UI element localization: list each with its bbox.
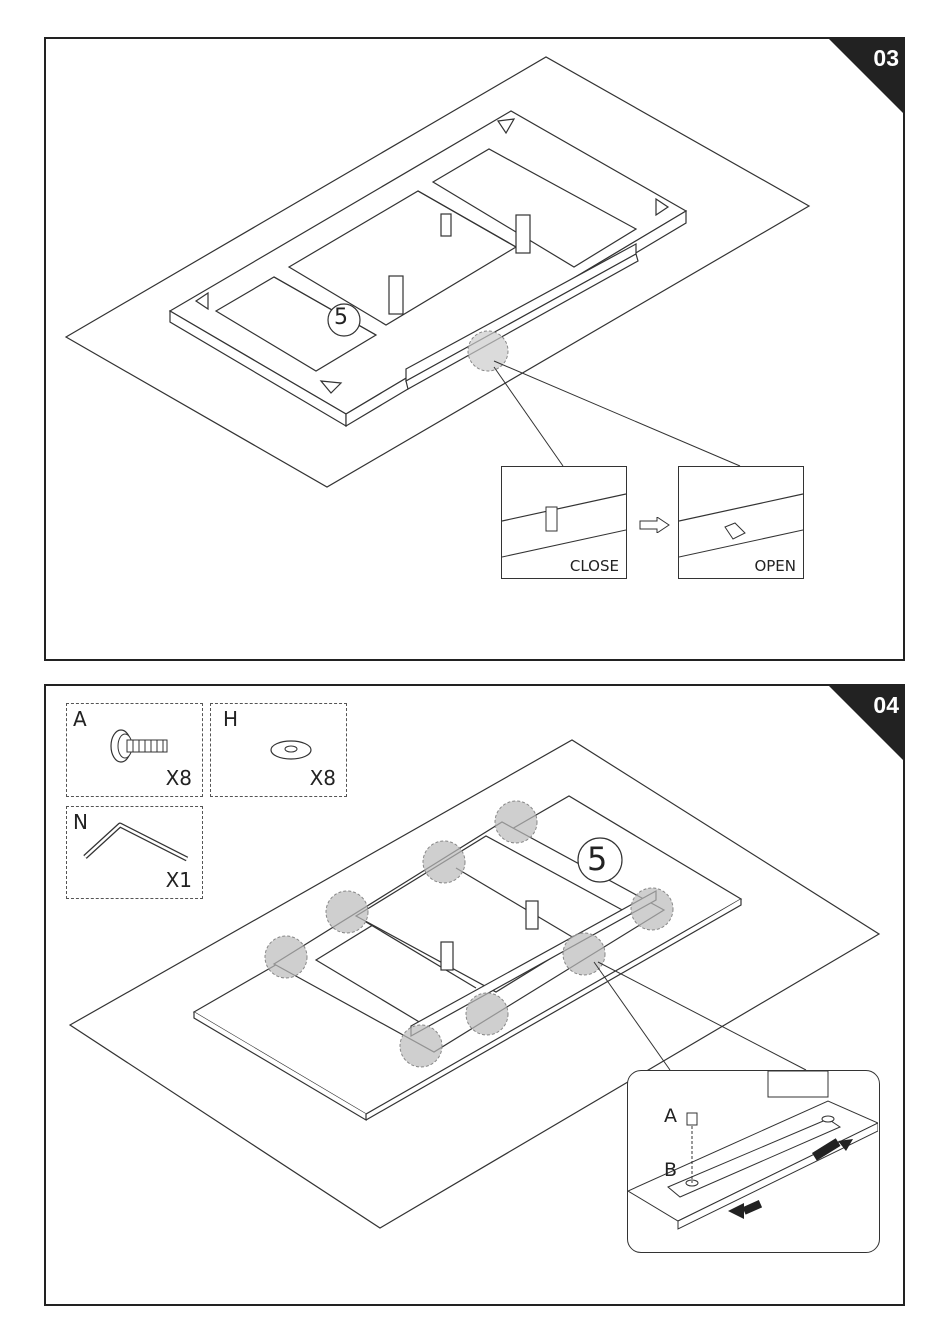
inset-close: CLOSE — [501, 466, 627, 579]
open-label: OPEN — [754, 557, 796, 575]
screw-label: A — [664, 1105, 677, 1127]
close-label: CLOSE — [570, 557, 619, 575]
step-panel-04: 04 A X8 H X8 N X1 — [44, 684, 905, 1306]
arrow-right-icon — [639, 517, 671, 533]
washer-label: B — [664, 1159, 677, 1181]
step-panel-03: 03 — [44, 37, 905, 661]
detail-zoom: A B — [627, 1070, 880, 1253]
part-callout: 5 — [334, 305, 348, 330]
part-callout: 5 — [587, 840, 607, 878]
inset-open: OPEN — [678, 466, 804, 579]
